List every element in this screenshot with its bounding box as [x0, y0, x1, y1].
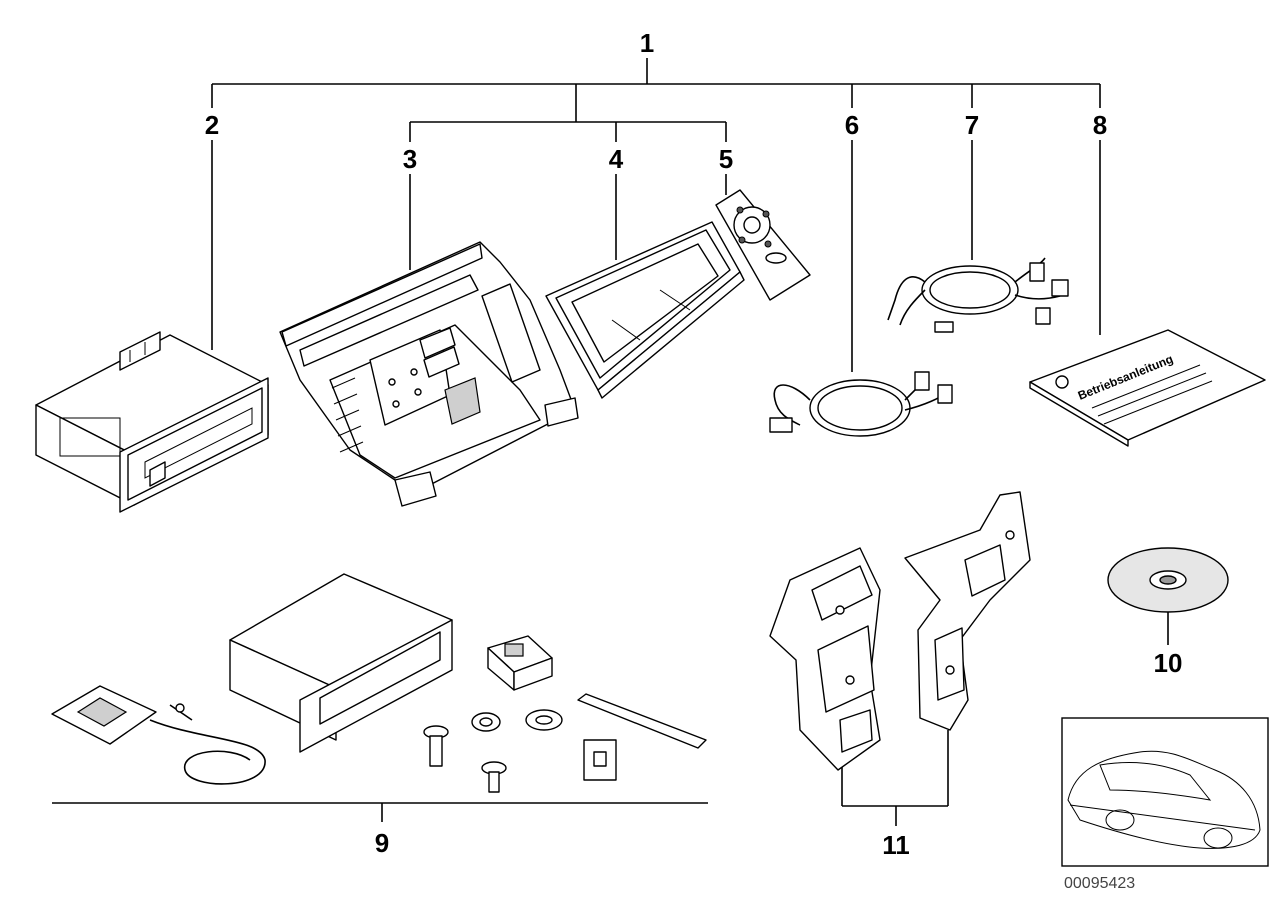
wiring-harness-6: [769, 371, 953, 437]
mounting-brackets: [769, 491, 1031, 771]
on-board-monitor: [545, 221, 745, 399]
mounting-kit: [51, 573, 707, 793]
callout-1: 1: [640, 28, 654, 58]
remote-control: [715, 189, 811, 301]
reference-code: 00095423: [1064, 875, 1135, 892]
callout-5: 5: [719, 144, 733, 174]
callout-4: 4: [609, 144, 624, 174]
callout-2: 2: [205, 110, 219, 140]
callout-7: 7: [965, 110, 979, 140]
owners-manual: Betriebsanleitung: [1029, 329, 1266, 447]
callout-8: 8: [1093, 110, 1107, 140]
callout-9: 9: [375, 828, 389, 858]
navigation-computer: [35, 331, 269, 513]
wiring-harness-7: [887, 257, 1069, 333]
callout-11: 11: [882, 830, 910, 860]
callout-10: 10: [1154, 648, 1183, 678]
vehicle-reference-thumbnail: [1061, 717, 1269, 867]
monitor-mounting-frame: [279, 241, 579, 507]
navigation-cd: [1107, 547, 1229, 613]
leader-lines: [52, 58, 1169, 826]
callout-6: 6: [845, 110, 859, 140]
callout-3: 3: [403, 144, 417, 174]
